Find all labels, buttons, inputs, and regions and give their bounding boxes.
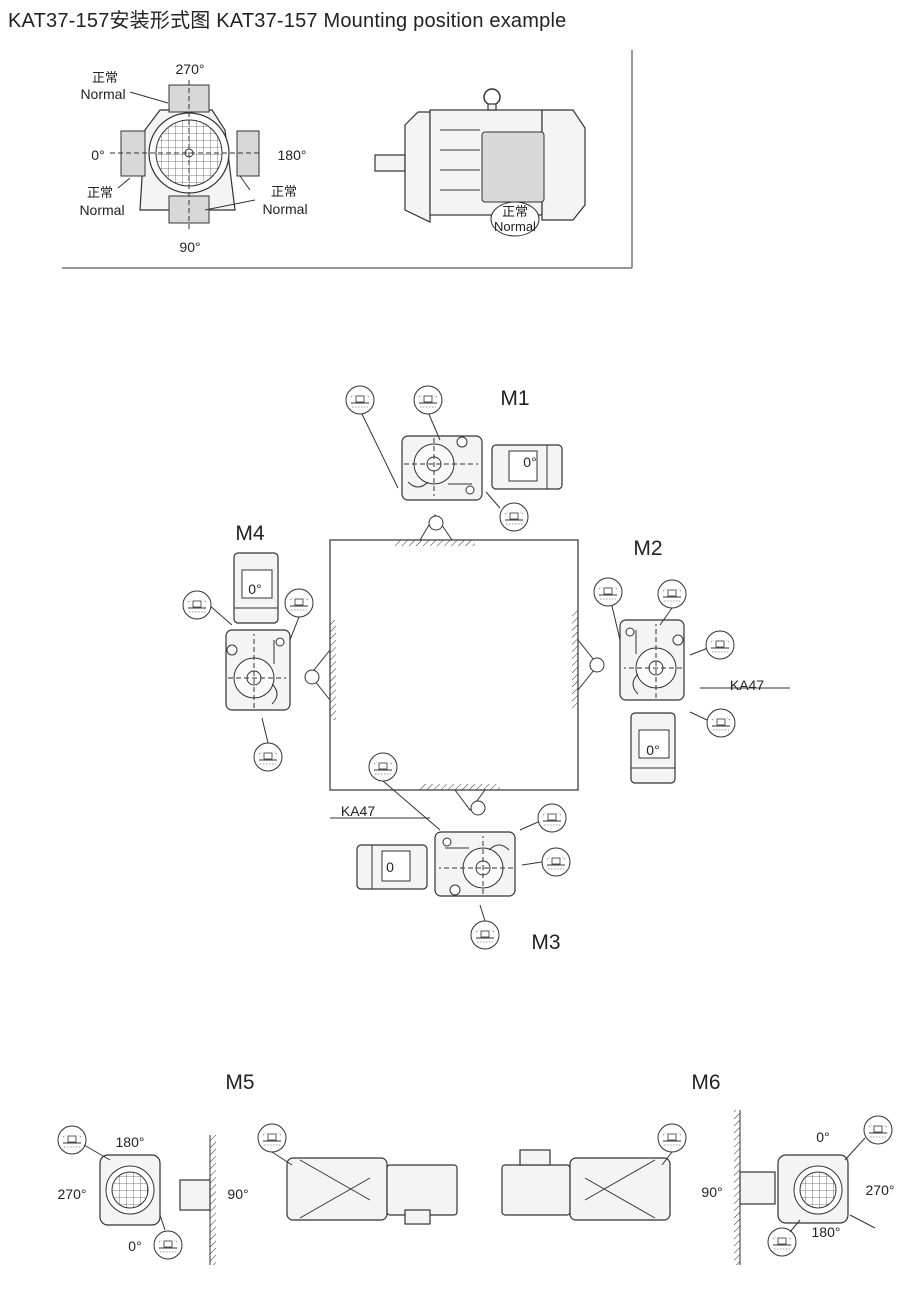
motor-side-view: [374, 88, 586, 237]
motor-angle-m2: 0°: [646, 742, 659, 758]
terminal-box: [481, 131, 545, 203]
m6-angle-bottom: 180°: [812, 1224, 841, 1240]
m5-angle-left: 270°: [58, 1186, 87, 1202]
angle-180-label: 180°: [278, 147, 307, 163]
gear-unit-m2: [577, 605, 790, 784]
gear-unit-m5: [83, 1135, 458, 1265]
position-label-m6: M6: [691, 1071, 720, 1094]
model-label-m3: KA47: [341, 803, 375, 819]
hatch-bottom: [420, 784, 500, 790]
normal-en-label: Normal: [262, 201, 307, 217]
normal-en-label: Normal: [494, 219, 536, 234]
position-label-m1: M1: [500, 387, 529, 410]
normal-cn-label: 正常: [92, 70, 118, 85]
hatch-top: [395, 540, 475, 546]
motor-angle-m3: 0: [386, 859, 394, 875]
motor-angle-m1: 0°: [523, 454, 536, 470]
inspection-symbols: [57, 385, 893, 1260]
gear-unit-m1: [359, 409, 563, 541]
mounting-frame: [329, 539, 579, 791]
normal-en-label: Normal: [79, 202, 124, 218]
model-label-m2: KA47: [730, 677, 764, 693]
normal-en-label: Normal: [80, 86, 125, 102]
motor-front-view: [110, 80, 262, 230]
position-label-m2: M2: [633, 537, 662, 560]
hatch-left: [330, 620, 336, 720]
hatch-right: [572, 610, 578, 710]
position-label-m3: M3: [531, 931, 560, 954]
m5-angle-bottom: 0°: [128, 1238, 141, 1254]
normal-cn-label: 正常: [502, 204, 528, 219]
motor-angle-m4: 0°: [248, 581, 261, 597]
angle-270-label: 270°: [176, 61, 205, 77]
normal-cn-label: 正常: [271, 184, 297, 199]
angle-0-label: 0°: [91, 147, 104, 163]
gear-unit-m6: [501, 1110, 876, 1265]
terminal-box-0: [120, 130, 146, 177]
m5-angle-top: 180°: [116, 1134, 145, 1150]
angle-90-label: 90°: [179, 239, 200, 255]
m5-angle-right: 90°: [227, 1186, 248, 1202]
page-title: KAT37-157安装形式图 KAT37-157 Mounting positi…: [8, 10, 567, 32]
m6-angle-left: 90°: [701, 1184, 722, 1200]
gear-unit-m4: [208, 552, 331, 744]
gear-unit-m3: [330, 780, 543, 922]
position-label-m4: M4: [235, 522, 264, 545]
position-label-m5: M5: [225, 1071, 254, 1094]
normal-cn-label: 正常: [87, 185, 113, 200]
m6-angle-right: 270°: [866, 1182, 895, 1198]
m6-angle-top: 0°: [816, 1129, 829, 1145]
